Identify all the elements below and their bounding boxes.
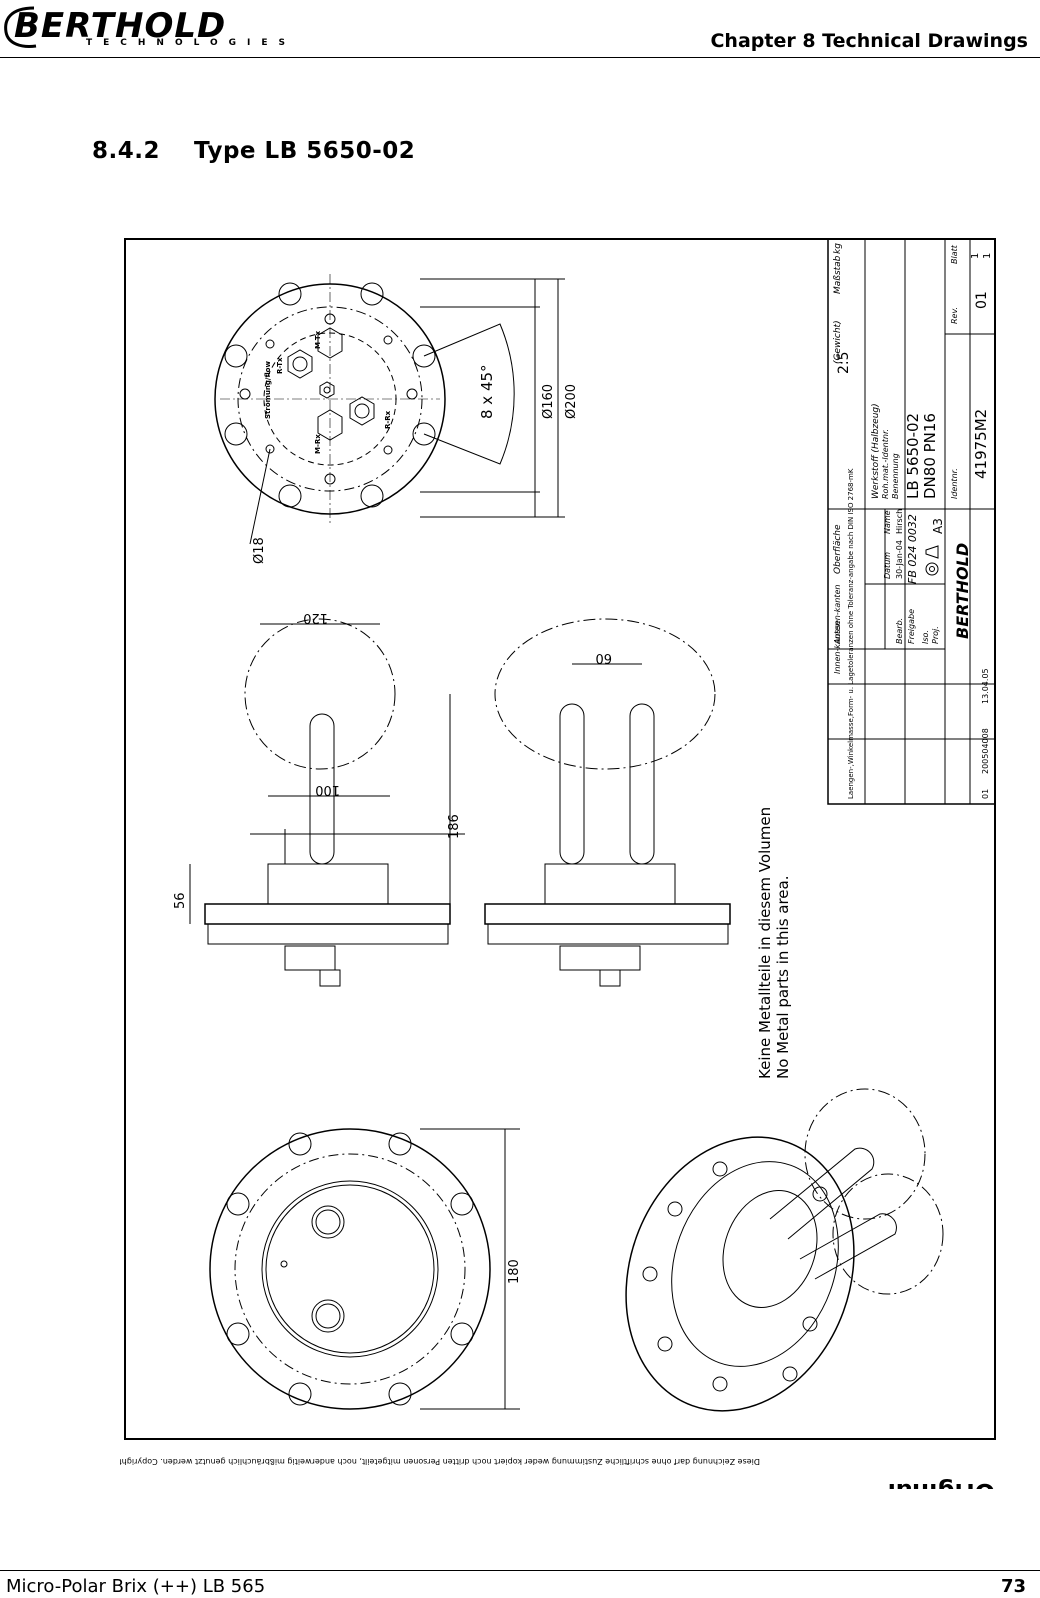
format-value: A3 [931,518,945,534]
rohmat-label: Roh.mat.-Identnr. [881,429,890,499]
label-mrx: M-Rx [314,434,322,454]
logo-swoosh-icon [4,6,37,48]
change-date: 13.04.05 [981,668,990,704]
proj-label: Proj. [931,626,940,644]
bearb-date: 30-Jan-04 [895,540,904,579]
aussen-label: Aussen-kanten [833,585,842,646]
dim-w120: 120 [303,610,328,625]
title-block [827,238,996,805]
header-divider [0,57,1040,58]
logo-subtitle: TECHNOLOGIES [86,38,297,48]
blatt-value: 1 [970,253,981,259]
page-number: 73 [1000,1576,1026,1597]
rev-value: 01 [974,291,990,309]
date-col-label: Datum [883,552,892,579]
dim-h56: 56 [173,892,188,909]
dim-h180: 180 [507,1259,522,1284]
footer-divider [0,1570,1040,1571]
material-label: Werkstoff (Halbzeug) [871,403,881,499]
blatt-label: Blatt [950,244,959,264]
ident-label: Identnr. [950,468,959,499]
name-col-label: Name [883,510,892,534]
note-english: No Metal parts in this area. [774,876,792,1080]
original-stamp: Original [888,1478,995,1489]
dim-d200: Ø200 [564,384,579,419]
flange-top-view [214,274,565,545]
weight-label: (Gewicht) [833,320,843,364]
dim-d160: Ø160 [541,384,556,419]
note-german: Keine Metallteile in diesem Volumen [756,807,774,1079]
dim-d18: Ø18 [252,537,267,564]
bearb-label: Bearb. [895,618,904,644]
side-view-left [189,618,465,987]
berthold-logo: BERTHOLD TECHNOLOGIES [0,0,300,56]
freigabe-number: FB 024 0032 [906,514,919,584]
dim-w60: 60 [595,650,612,665]
tolerance-note: Laengen-,Winkelmasse,Form- u. Lagetolera… [847,468,855,799]
section-heading: 8.4.2 Type LB 5650-02 [92,138,416,164]
freigabe-label: Freigabe [907,609,916,644]
blatt-total: 1 [982,253,993,259]
dim-w100: 100 [315,782,340,797]
label-mtx: M-Tx [314,330,322,349]
label-rrx: R-Rx [384,410,392,429]
bearb-name: Hirsch [895,509,904,534]
rev-label: Rev. [950,307,959,324]
scale-value: 2:5 [836,351,852,374]
projection-symbol [925,545,939,576]
label-rtx: R-Tx [276,357,284,374]
chapter-title: Chapter 8 Technical Drawings [710,30,1028,52]
surface-label: Oberfläche [833,524,843,574]
label-flow: Strömung/flow [264,361,272,419]
iso-label: Iso. [921,630,930,644]
product-name: LB 5650-02 [904,413,922,499]
technical-drawing: Maßstab 2:5 (Gewicht) kg Werkstoff (Halb… [120,238,996,1489]
flange-bottom-view [209,1128,520,1410]
copyright-note: Diese Zeichnung darf ohne schriftliche Z… [120,1457,760,1466]
dim-angle: 8 x 45° [478,364,496,419]
side-view-right [484,618,731,987]
weight-unit: kg [833,243,843,254]
scale-label: Maßstab [833,255,843,294]
product-subname: DN80 PN16 [921,413,939,499]
logo-wordmark: BERTHOLD [14,6,227,46]
footer-manual-title: Micro-Polar Brix (++) LB 565 [6,1576,266,1597]
dim-h186: 186 [447,814,462,839]
ident-number: 41975M2 [972,409,990,479]
innen-label: Innen-kanten [833,621,842,674]
titleblock-logo: BERTHOLD [953,543,972,639]
benennung-label: Benennung [891,453,900,499]
isometric-view [625,1088,944,1412]
change-reference: 200504008 [981,728,990,774]
change-number: 01 [981,789,990,799]
